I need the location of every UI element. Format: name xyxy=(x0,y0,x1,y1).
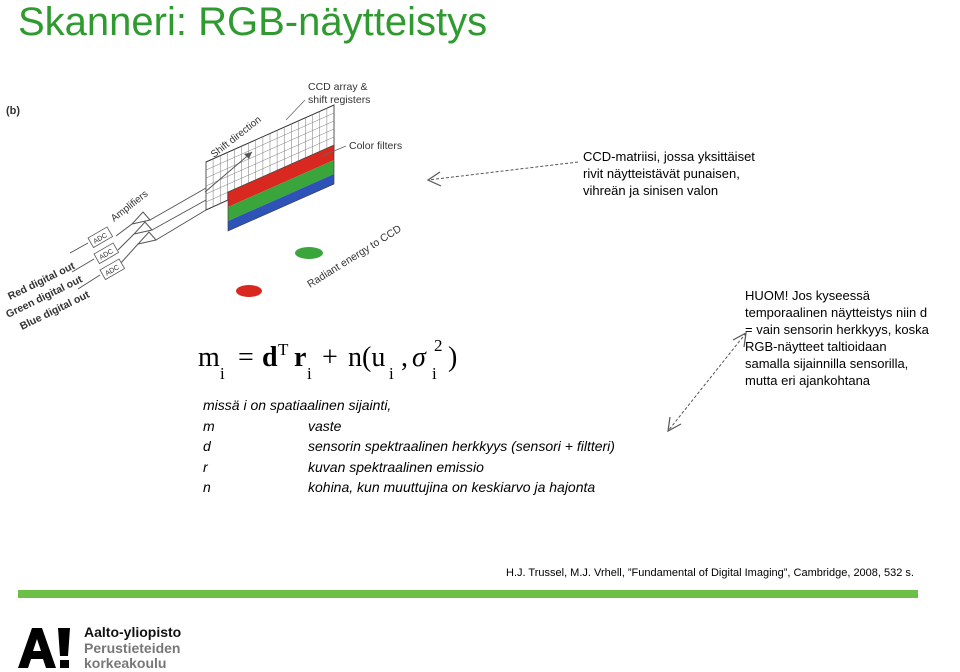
definition-row: m vaste xyxy=(203,416,391,437)
formula-m-sub: i xyxy=(220,364,225,383)
formula-sup-2: 2 xyxy=(434,336,443,355)
ccd-callout-line-1: CCD-matriisi, jossa yksittäiset xyxy=(583,149,755,164)
panel-label: (b) xyxy=(6,105,20,117)
definition-row: d sensorin spektraalinen herkkyys (senso… xyxy=(203,436,615,457)
ccd-scanner-diagram: (b) Shift direction CCD array & shift re… xyxy=(4,81,404,330)
ccd-callout-line-2: rivit näytteistävät punaisen, xyxy=(583,166,740,181)
red-filter-row xyxy=(228,145,334,207)
arrow-note-to-d xyxy=(667,331,747,433)
output-lines xyxy=(69,242,101,290)
definition-symbol: n xyxy=(203,479,211,495)
formula-r: r xyxy=(294,342,307,373)
logo-line-2: Perustieteiden xyxy=(84,639,181,656)
definition-symbol: d xyxy=(203,438,211,454)
formula-sigma: σ xyxy=(412,342,426,373)
formula-d: d xyxy=(262,342,278,373)
formula-comma: , xyxy=(401,342,408,373)
note-callout: HUOM! Jos kyseessä temporaalinen näyttei… xyxy=(745,287,960,389)
logo-line-3: korkeakoulu xyxy=(84,655,167,671)
definition-row: n kohina, kun muuttujina on keskiarvo ja… xyxy=(203,477,595,498)
ccd-callout: CCD-matriisi, jossa yksittäiset rivit nä… xyxy=(583,148,793,199)
formula-r-sub: i xyxy=(307,364,312,383)
formula-m: m xyxy=(198,342,220,373)
note-line-4: RGB-näytteet taltioidaan xyxy=(745,339,887,354)
red-light-spot xyxy=(236,285,262,297)
definition-text: vaste xyxy=(308,417,342,434)
formula-plus: + xyxy=(322,342,338,373)
reference-citation: H.J. Trussel, M.J. Vrhell, ”Fundamental … xyxy=(506,567,914,579)
note-line-5: samalla sijainnilla sensorilla, xyxy=(745,356,909,371)
note-line-6: mutta eri ajankohtana xyxy=(745,373,871,388)
logo-line-1: Aalto-yliopisto xyxy=(84,624,182,640)
ccd-grid-row-line xyxy=(205,128,335,187)
shift-direction-arrow xyxy=(204,151,253,193)
definitions: missä i on spatiaalinen sijainti, m vast… xyxy=(203,395,615,498)
green-light-spot xyxy=(295,247,323,259)
ccd-array xyxy=(205,104,335,232)
aalto-logo-icon xyxy=(18,628,70,668)
definition-symbol: r xyxy=(203,458,208,475)
formula-eq: = xyxy=(238,342,254,373)
ccd-grid-row-line xyxy=(205,112,335,171)
definition-symbol: m xyxy=(203,417,215,434)
amplifier-chain xyxy=(115,187,207,265)
adc-boxes: ADC ADC ADC xyxy=(87,226,126,281)
formula-sup-t: T xyxy=(278,340,289,359)
green-filter-row xyxy=(228,160,334,221)
color-filters-label: Color filters xyxy=(349,140,402,152)
note-line-1: HUOM! Jos kyseessä xyxy=(745,288,870,303)
note-line-2: temporaalinen näytteistys niin d xyxy=(745,305,928,320)
ccd-callout-line-3: vihreän ja sinisen valon xyxy=(583,183,719,198)
ccd-array-label: CCD array & xyxy=(308,81,368,93)
formula-close: ) xyxy=(448,342,458,373)
definition-text: kohina, kun muuttujina on keskiarvo ja h… xyxy=(308,479,596,495)
aalto-logo-text: Aalto-yliopisto Perustieteiden korkeakou… xyxy=(84,624,182,672)
definition-row: r kuvan spektraalinen emissio xyxy=(203,457,484,478)
ccd-grid-row-line xyxy=(205,136,335,195)
formula-n: n(u xyxy=(348,342,386,373)
page-title: Skanneri: RGB-näytteistys xyxy=(18,0,488,44)
blue-filter-row xyxy=(228,174,334,231)
definition-text: sensorin spektraalinen herkkyys (sensori… xyxy=(308,438,615,454)
definitions-intro: missä i on spatiaalinen sijainti, xyxy=(203,397,392,413)
formula-sigma-sub: i xyxy=(432,364,437,383)
ccd-grid-row-line xyxy=(205,120,335,179)
definition-text: kuvan spektraalinen emissio xyxy=(308,458,484,475)
shift-registers-label: shift registers xyxy=(308,94,370,106)
note-line-3: = vain sensorin herkkyys, koska xyxy=(745,322,929,337)
footer-green-bar xyxy=(18,590,918,598)
formula-u-sub: i xyxy=(389,364,394,383)
